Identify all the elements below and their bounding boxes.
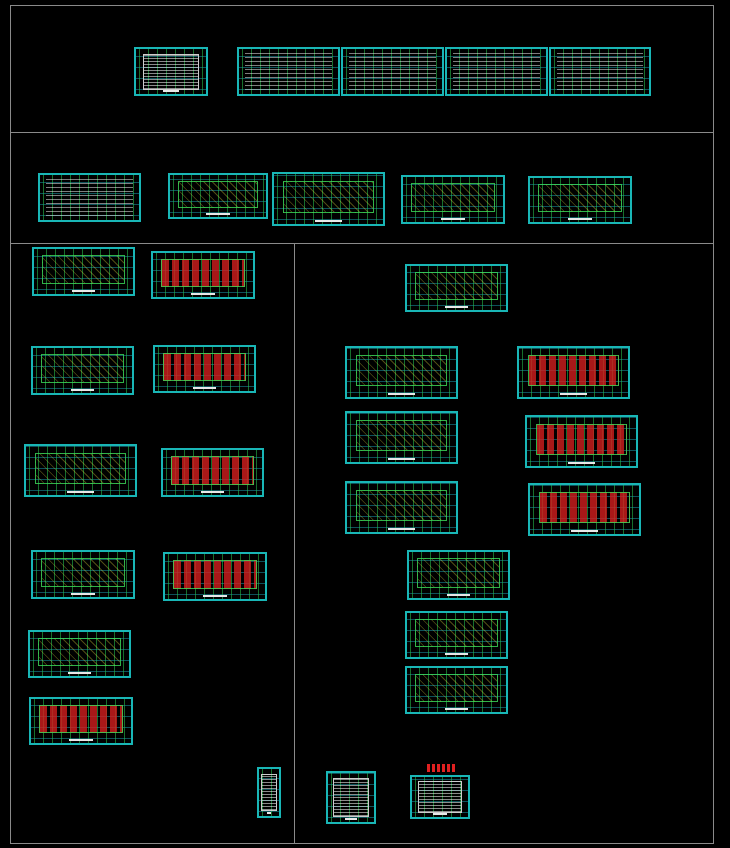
sheet-roof-details[interactable]	[29, 697, 133, 745]
sheet-beam-plan-5[interactable]	[405, 611, 508, 659]
sheet-design-notes-1[interactable]	[237, 47, 340, 96]
sheet-roof-beam-plan[interactable]	[405, 666, 508, 714]
sheet-foundation-plan[interactable]	[168, 173, 268, 219]
sheet-beam-plan-4[interactable]	[407, 550, 510, 600]
sheet-schedule-table[interactable]	[410, 775, 470, 819]
sheet-beam-plan-2[interactable]	[345, 411, 458, 464]
sheet-beam-plan-3[interactable]	[345, 481, 458, 534]
sheet-design-notes-4[interactable]	[549, 47, 651, 96]
sheet-column-plan-3[interactable]	[24, 444, 137, 497]
section-divider-1	[10, 132, 714, 133]
sheet-slab-plan-2[interactable]	[525, 415, 638, 468]
sheet-column-plan-2[interactable]	[31, 346, 134, 395]
sheet-column-plan-4[interactable]	[31, 550, 135, 599]
sheet-column-schedule-3[interactable]	[161, 448, 264, 497]
sheet-slab-plan-1[interactable]	[517, 346, 630, 399]
sheet-stair-details[interactable]	[326, 771, 376, 824]
section-divider-2	[10, 243, 714, 244]
sheet-column-plan-1[interactable]	[32, 247, 135, 296]
sheet-column-schedule-4[interactable]	[163, 552, 267, 601]
sheet-structural-details[interactable]	[528, 176, 632, 224]
sheet-design-notes-3[interactable]	[445, 47, 548, 96]
sheet-column-schedule-1[interactable]	[151, 251, 255, 299]
sheet-foundation-beam-plan[interactable]	[272, 172, 385, 226]
sheet-foundation-notes[interactable]	[38, 173, 141, 222]
sheet-floor-plan-top[interactable]	[405, 264, 508, 312]
sheet-beam-plan-1[interactable]	[345, 346, 458, 399]
sheet-stair-detail-small[interactable]	[257, 767, 281, 818]
drawing-frame	[10, 5, 714, 844]
sheet-roof-plan[interactable]	[28, 630, 131, 678]
sheet-slab-plan-3[interactable]	[528, 483, 641, 536]
sheet-design-notes-2[interactable]	[341, 47, 444, 96]
sheet-foundation-details[interactable]	[401, 175, 505, 224]
column-divider	[294, 243, 295, 844]
sheet-drawing-index[interactable]	[134, 47, 208, 96]
sheet-title-annotation	[427, 764, 457, 772]
sheet-column-schedule-2[interactable]	[153, 345, 256, 393]
